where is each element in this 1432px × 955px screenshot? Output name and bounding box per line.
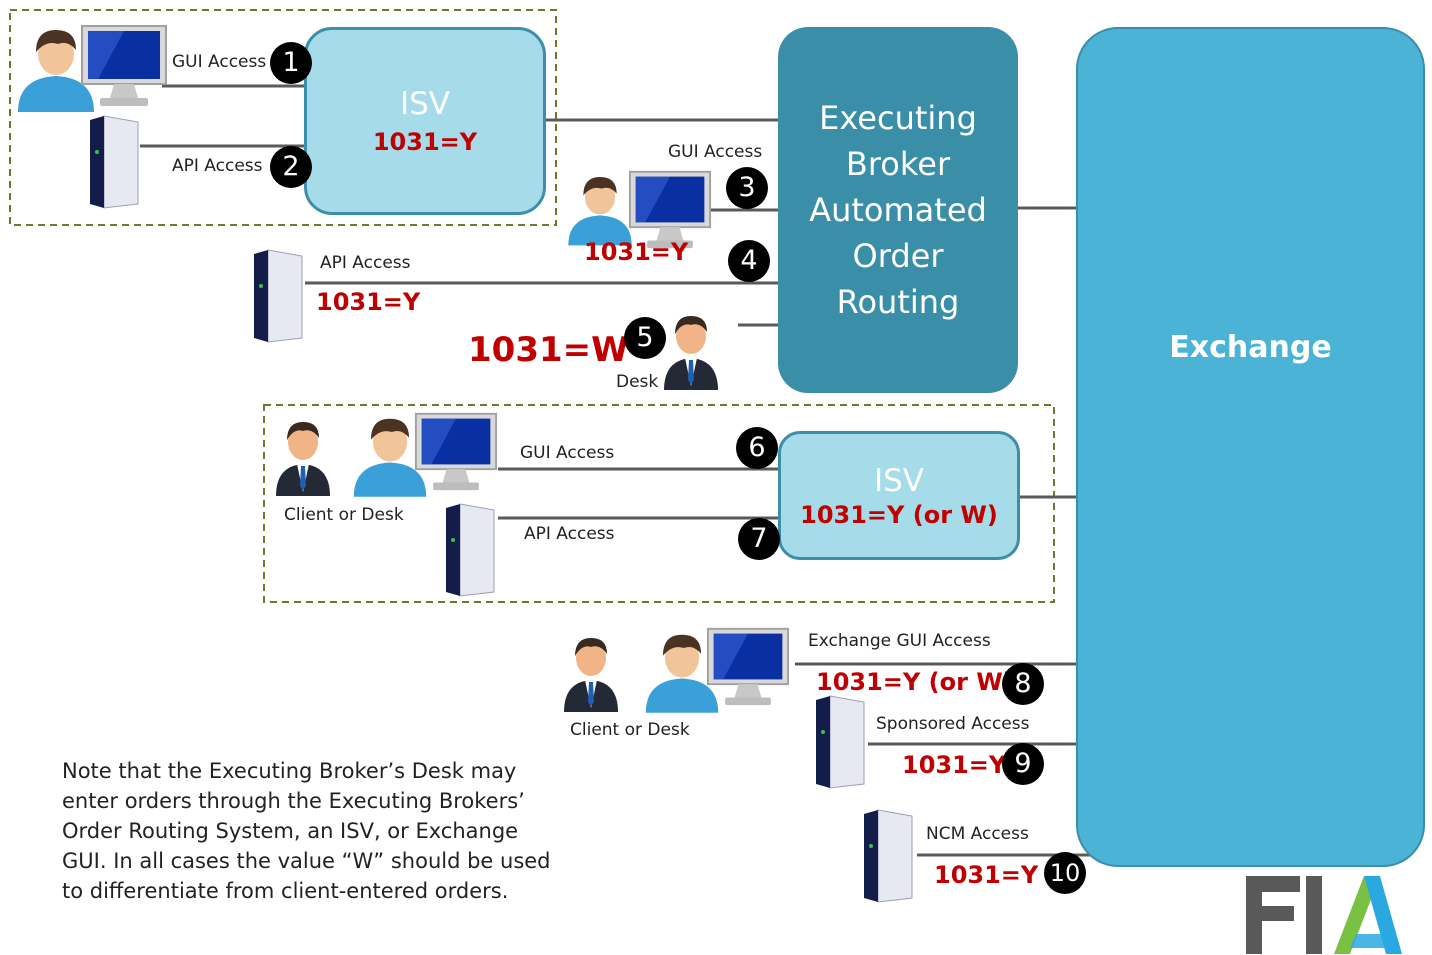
note-line: to differentiate from client-entered ord…: [62, 879, 509, 903]
person-icon: [18, 30, 94, 112]
number-badge-2: 2: [270, 146, 312, 188]
number-badge-8: 8: [1002, 663, 1044, 705]
explanatory-note: Note that the Executing Broker’s Desk ma…: [62, 756, 562, 906]
ebaor-line: Automated: [809, 191, 987, 229]
number-badge-10: 10: [1044, 852, 1086, 894]
isv-title: ISV: [399, 86, 451, 122]
connection-code-4: 1031=Y: [316, 288, 421, 316]
ebaor-line: Executing: [819, 99, 977, 137]
connection-code-10: 1031=Y: [934, 861, 1039, 889]
connection-code-3: 1031=Y: [584, 238, 689, 266]
exchange-title: Exchange: [1169, 329, 1332, 365]
note-line: Order Routing System, an ISV, or Exchang…: [62, 819, 519, 843]
isv-code: 1031=Y (or W): [800, 500, 998, 529]
connection-label-5: Desk: [616, 372, 659, 392]
fia-logo: [1246, 876, 1402, 954]
number-badge-6: 6: [736, 427, 778, 469]
connection-label-1: GUI Access: [172, 52, 267, 72]
businessman-icon: [664, 316, 718, 390]
note-line: enter orders through the Executing Broke…: [62, 789, 525, 813]
server-icon: [864, 809, 913, 903]
person-icon: [645, 634, 719, 713]
businessman-icon: [276, 422, 330, 496]
caption-client-or-desk-1: Client or Desk: [284, 505, 404, 525]
number-badge-9: 9: [1002, 743, 1044, 785]
connection-label-10: NCM Access: [926, 824, 1029, 844]
note-line: GUI. In all cases the value “W” should b…: [62, 849, 551, 873]
connection-label-3: GUI Access: [668, 142, 763, 162]
ebaor-line: Broker: [845, 145, 951, 183]
caption-client-or-desk-2: Client or Desk: [570, 720, 690, 740]
isv-box-top: ISV 1031=Y: [304, 27, 546, 215]
group-bottom-isv: [263, 404, 1055, 603]
connection-label-2: API Access: [172, 156, 263, 176]
group-top-isv: [9, 9, 557, 226]
ebaor-line: Routing: [836, 283, 960, 321]
executing-broker-box: Executing Broker Automated Order Routing: [778, 27, 1018, 393]
isv-code: 1031=Y: [372, 128, 478, 156]
server-icon: [254, 249, 303, 343]
connection-code-9: 1031=Y: [902, 751, 1007, 779]
number-badge-5: 5: [624, 317, 666, 359]
person-icon: [568, 177, 632, 246]
connection-code-8: 1031=Y (or W): [816, 668, 1014, 696]
businessman-icon: [564, 638, 618, 712]
computer-icon: [628, 170, 712, 249]
person-icon: [353, 418, 427, 497]
computer-icon: [706, 627, 790, 706]
computer-icon: [81, 25, 167, 106]
server-icon: [446, 503, 495, 597]
number-badge-3: 3: [726, 167, 768, 209]
connection-code-5: 1031=W: [468, 330, 629, 370]
exchange-box: Exchange: [1076, 27, 1425, 867]
ebaor-line: Order: [852, 237, 944, 275]
connection-label-9: Sponsored Access: [876, 714, 1030, 734]
isv-title: ISV: [873, 462, 925, 499]
connection-label-6: GUI Access: [520, 443, 615, 463]
connection-label-7: API Access: [524, 524, 615, 544]
computer-icon: [414, 412, 498, 491]
isv-box-bottom: ISV 1031=Y (or W): [778, 431, 1020, 560]
number-badge-4: 4: [728, 240, 770, 282]
note-line: Note that the Executing Broker’s Desk ma…: [62, 759, 517, 783]
server-icon: [90, 115, 139, 209]
connection-label-8: Exchange GUI Access: [808, 631, 991, 651]
number-badge-1: 1: [270, 42, 312, 84]
connection-label-4: API Access: [320, 253, 411, 273]
number-badge-7: 7: [738, 518, 780, 560]
server-icon: [816, 695, 865, 789]
